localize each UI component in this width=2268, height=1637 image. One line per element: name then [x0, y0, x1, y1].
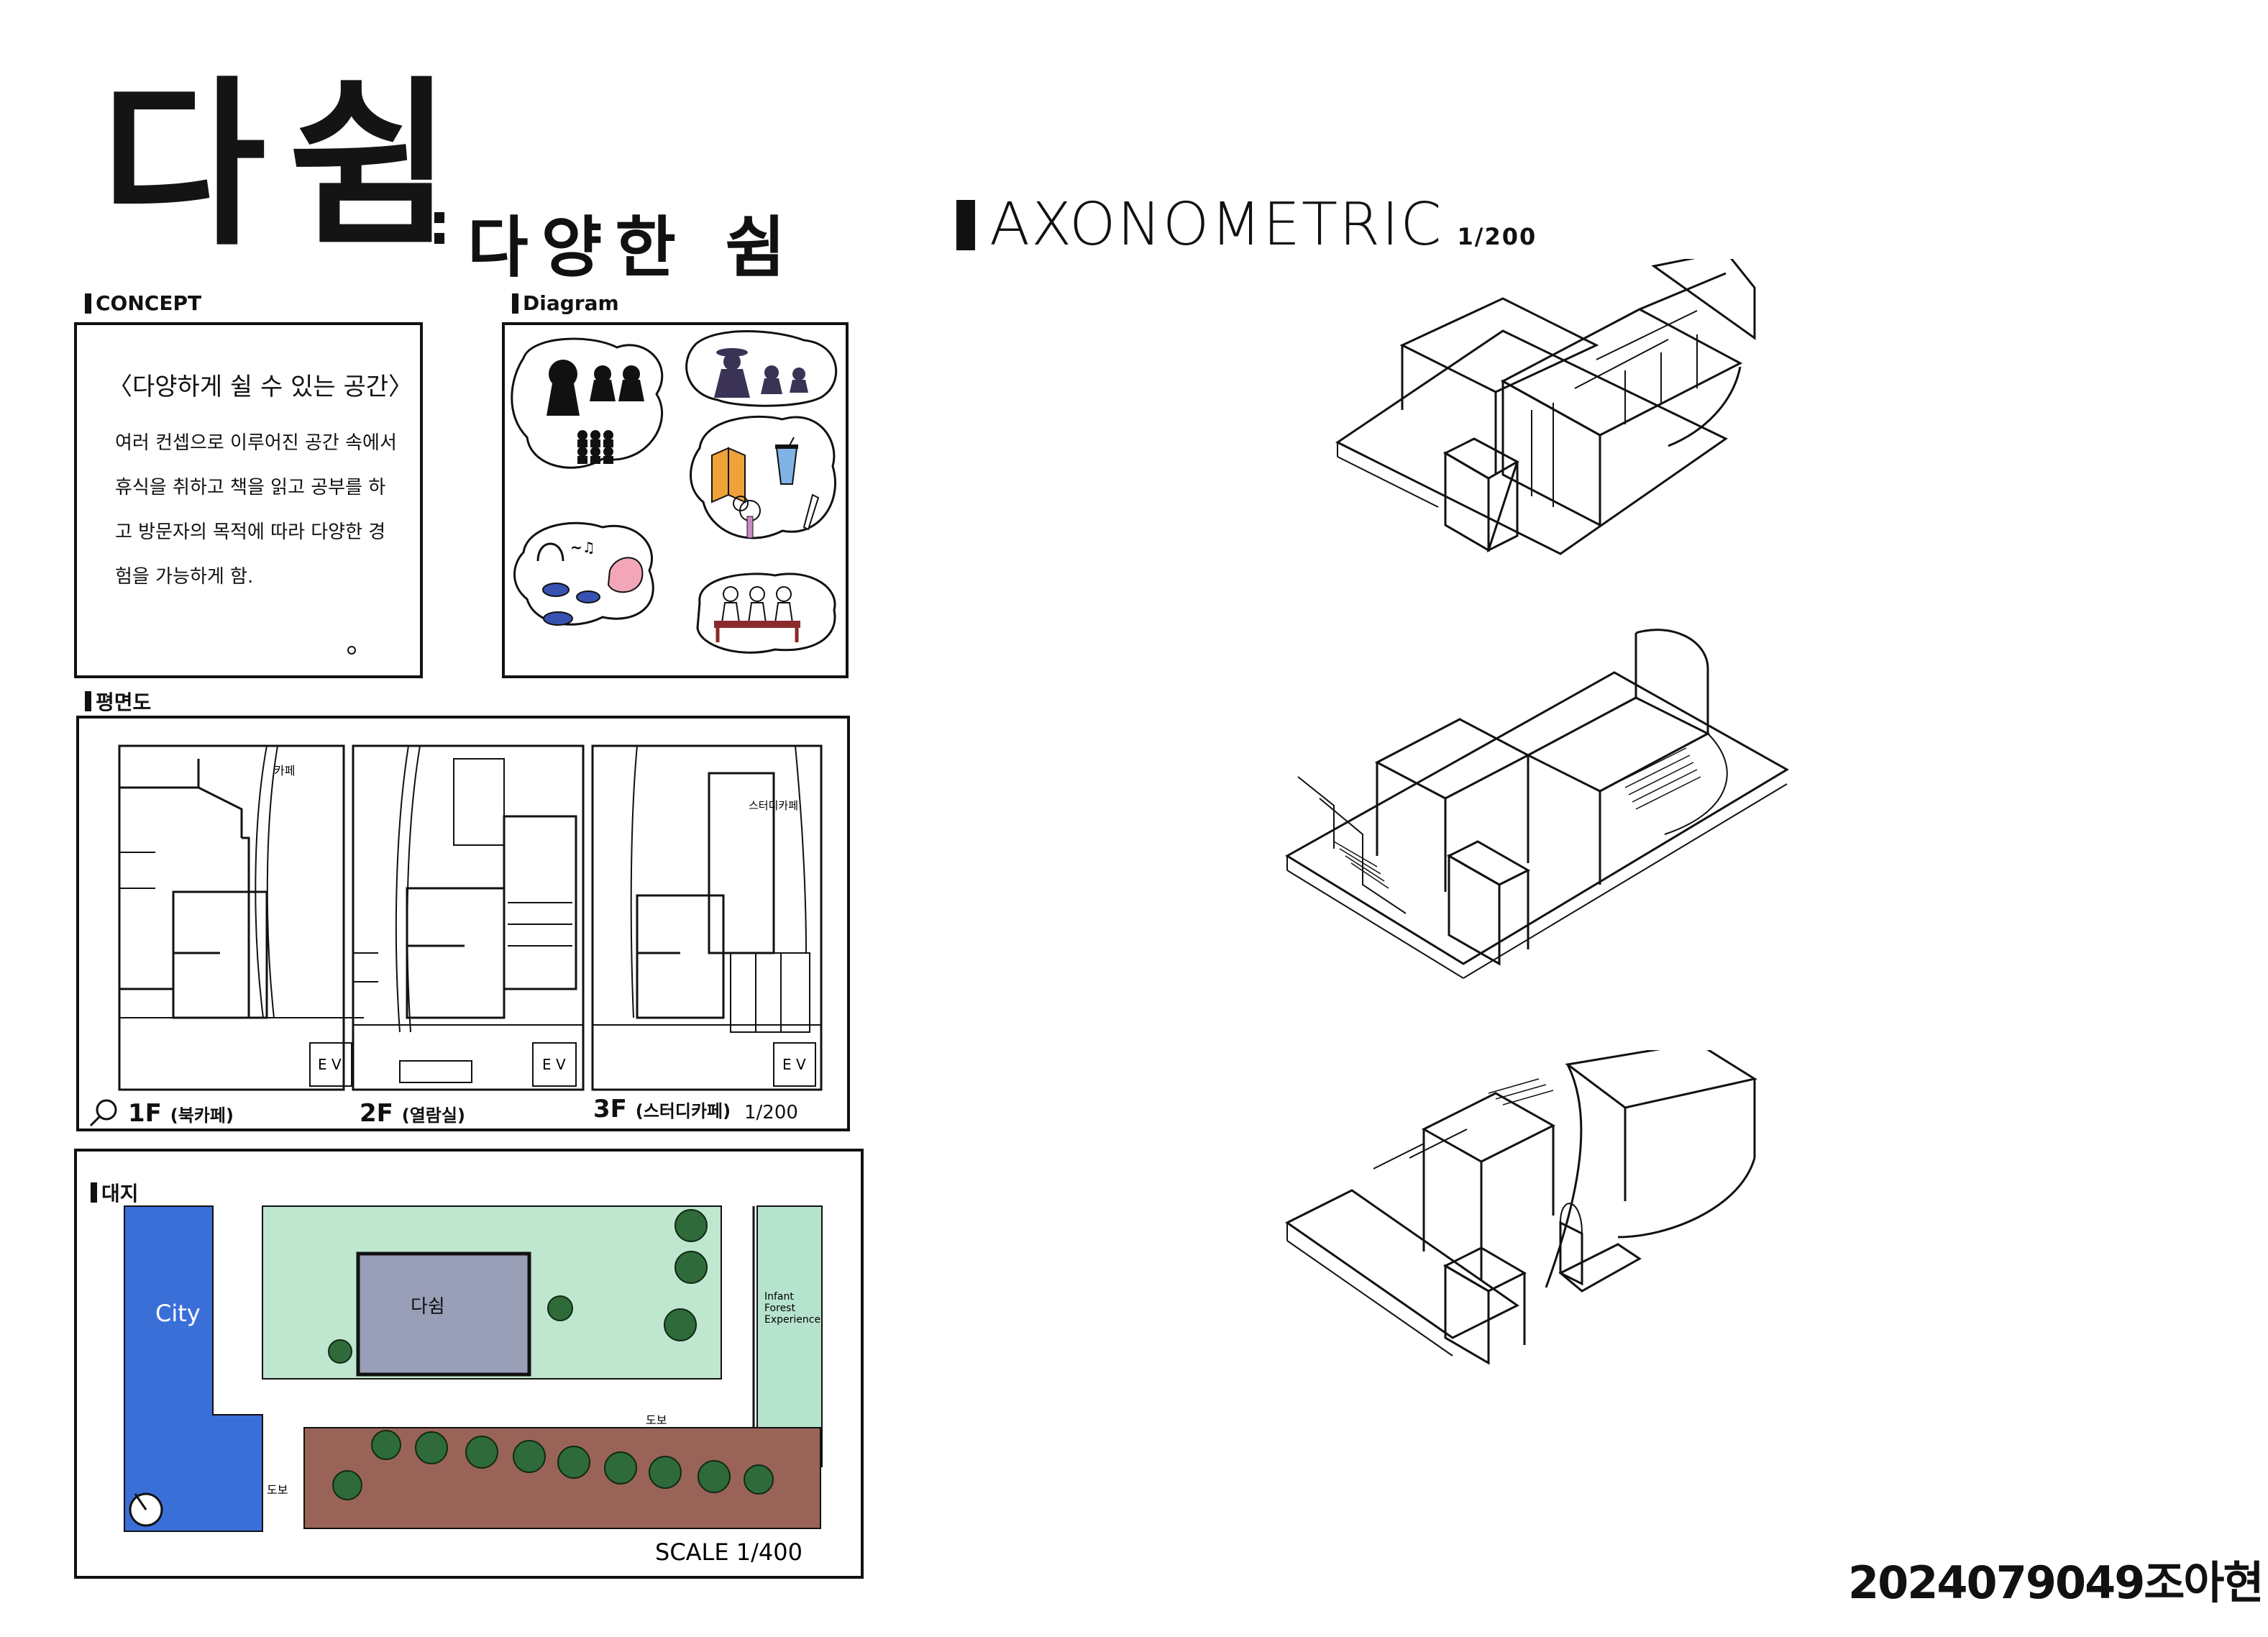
forest-label-line3: Experience	[764, 1314, 820, 1326]
site-scale: SCALE 1/400	[655, 1538, 803, 1566]
page-subtitle: 다양한 쉼	[467, 209, 799, 286]
forest-zone	[756, 1205, 823, 1467]
page-title: 다쉼	[101, 60, 475, 270]
headphone-icon	[536, 542, 564, 562]
floor-level-3f: 3F	[593, 1095, 627, 1123]
floor-label-1f: 1F (북카페)	[128, 1099, 234, 1128]
magnifier-icon	[89, 1099, 117, 1127]
ev-label-3f: E V	[782, 1056, 806, 1073]
axonometric-label-text: AXONOMETRIC	[989, 191, 1443, 259]
cushion-icon	[607, 557, 644, 593]
forest-label-line1: Infant	[764, 1291, 794, 1303]
room-label-cafe: 카페	[274, 764, 295, 778]
concept-label-text: CONCEPT	[96, 291, 202, 315]
tree-lamp-icon	[733, 496, 761, 539]
diagram-section-label: Diagram	[512, 291, 619, 315]
floor-label-3f: 3F (스터디카페)	[593, 1095, 731, 1123]
floor-name-1f: (북카페)	[170, 1105, 234, 1126]
bean-bag-icons	[542, 583, 600, 626]
section-marker-icon	[512, 293, 518, 314]
site-section-label: 대지	[91, 1178, 139, 1207]
floorplan-section-label: 평면도	[85, 687, 151, 716]
table-people-icons	[721, 586, 794, 624]
axonometric-drawing-3f	[1285, 1050, 1757, 1365]
diagram-cloud-meeting	[696, 573, 836, 654]
axonometric-section-label: AXONOMETRIC 1/200	[956, 191, 1537, 259]
floorplan-panel	[76, 716, 850, 1131]
floorplan-2f	[352, 744, 585, 1091]
stray-mark	[347, 646, 356, 655]
section-marker-icon	[91, 1182, 97, 1203]
author-signature: 2024079049조아현	[1848, 1556, 2264, 1609]
floorplan-1f	[118, 744, 364, 1091]
music-note-icon: ~♫	[570, 539, 595, 556]
forest-label-line2: Forest	[764, 1303, 795, 1314]
tree-icons	[328, 1209, 774, 1500]
building-footprint	[356, 1251, 531, 1377]
concept-panel	[74, 322, 423, 678]
site-label-text: 대지	[101, 1182, 139, 1205]
city-zone	[124, 1205, 263, 1532]
diagram-cloud-people	[511, 337, 664, 469]
floor-label-2f: 2F (열람실)	[360, 1099, 465, 1128]
section-marker-icon	[956, 199, 975, 250]
floor-level-1f: 1F	[128, 1099, 162, 1128]
walk-label-top: 도보	[646, 1413, 667, 1427]
title-colon: :	[428, 191, 451, 257]
floorplan-3f	[591, 744, 823, 1091]
walk-label-left: 도보	[267, 1483, 288, 1497]
concept-section-label: CONCEPT	[85, 291, 201, 315]
ev-label-1f: E V	[318, 1056, 342, 1073]
floorplan-label-text: 평면도	[96, 690, 152, 714]
floor-level-2f: 2F	[360, 1099, 393, 1128]
north-arrow-icon	[129, 1492, 163, 1527]
room-label-study-cafe: 스터디카페	[749, 799, 798, 812]
section-marker-icon	[85, 691, 91, 711]
floorplan-scale: 1/200	[744, 1102, 798, 1123]
book-icon	[711, 447, 746, 503]
diagram-cloud-music	[513, 521, 654, 626]
city-label: City	[155, 1300, 201, 1327]
section-marker-icon	[85, 293, 91, 314]
floorplan-drawing: 카페 스터디카페 E V E V E V	[89, 744, 823, 1127]
floor-name-2f: (열람실)	[401, 1105, 465, 1126]
site-plan-drawing: City 다쉼 Infant Forest Experience 도보 도보 S…	[124, 1205, 823, 1566]
drink-cup-icon	[775, 437, 798, 485]
floor-name-3f: (스터디카페)	[635, 1101, 731, 1121]
building-label: 다쉼	[411, 1296, 445, 1318]
pencil-icon	[803, 493, 820, 531]
keyhole-person-icons	[547, 360, 644, 464]
diagram-illustration: ~♫	[511, 330, 838, 654]
diagram-cloud-study	[690, 415, 836, 539]
concept-body: 여러 컨셉으로 이루어진 공간 속에서 휴식을 취하고 책을 읽고 공부를 하고…	[115, 432, 397, 588]
diagram-label-text: Diagram	[523, 291, 619, 315]
axonometric-scale: 1/200	[1457, 223, 1537, 250]
diagram-cloud-family	[685, 330, 838, 407]
family-person-icons	[714, 348, 808, 398]
axonometric-drawing-1f	[1335, 259, 1756, 555]
concept-heading: 〈다양하게 쉴 수 있는 공간〉	[108, 373, 413, 401]
meeting-table-icon	[714, 621, 800, 642]
axonometric-drawing-2f	[1285, 629, 1789, 979]
ev-label-2f: E V	[542, 1056, 566, 1073]
